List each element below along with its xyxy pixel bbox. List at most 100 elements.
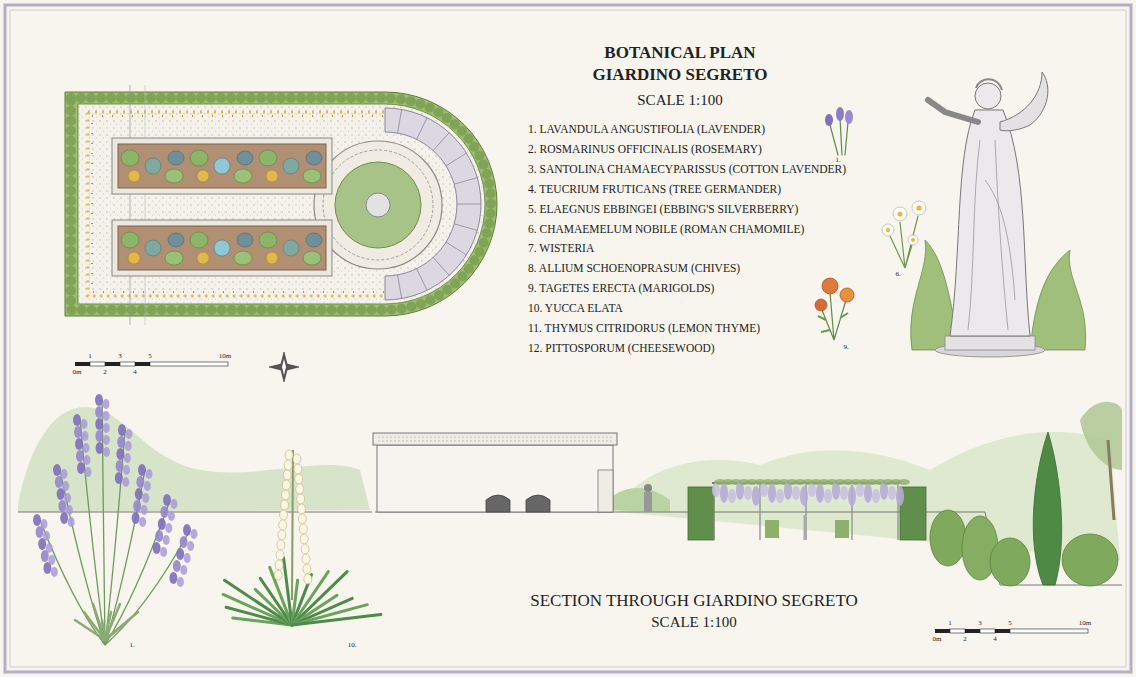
bed-plants-part: [197, 252, 209, 264]
lavender-plant-part: [103, 423, 110, 433]
bed-plants-part: [259, 232, 277, 248]
lavender-plant-part: [180, 565, 187, 575]
title: BOTANICAL PLAN GIARDINO SEGRETO: [570, 42, 790, 86]
lavender-plant-part: [180, 536, 188, 548]
scale-bar-part: [935, 629, 950, 633]
lavender-plant-part: [160, 547, 167, 557]
lavender-plant-part: [160, 506, 168, 518]
pergola-part: [835, 520, 849, 538]
yucca-plant-part: [299, 524, 307, 534]
lavender-sprig-part: [830, 118, 848, 155]
lavender-sprig: [825, 107, 853, 155]
callout-number: 9.: [843, 343, 848, 351]
lavender-plant-part: [125, 441, 132, 451]
lavender-plant-part: [116, 448, 124, 460]
yucca-plant-part: [297, 494, 305, 504]
wisteria-blooms-part: [728, 489, 736, 503]
yucca-plant-part: [280, 510, 288, 520]
plant-list-item: 6. CHAMAEMELUM NOBILE (ROMAN CHAMOMILE): [528, 223, 804, 236]
scale-bar-part: [995, 629, 1010, 633]
wisteria-blooms-part: [752, 486, 760, 506]
wisteria-blooms-part: [896, 486, 904, 506]
lavender-plant-part: [95, 418, 103, 430]
statue-part: [950, 110, 1030, 336]
lavender-plant-part: [84, 455, 91, 465]
hedges-cypress: [930, 402, 1122, 586]
building: [373, 433, 652, 512]
wisteria-blooms-part: [824, 489, 832, 503]
lavender-plant-part: [163, 535, 170, 545]
plant-list-item: 3. SANTOLINA CHAMAECYPARISSUS (COTTON LA…: [528, 163, 846, 176]
lavender-plant-part: [57, 488, 65, 500]
yucca-plant-part: [284, 460, 292, 470]
scale-bar-part: [965, 629, 980, 633]
chamomile-sketch-part-part: [912, 201, 926, 215]
hedges-cypress-part: [1062, 534, 1118, 586]
wisteria-blooms: [712, 479, 910, 506]
heading-text: SCALE 1:100: [651, 614, 736, 631]
yucca-plant-part: [293, 454, 301, 464]
garden-plan-part: [130, 85, 131, 325]
statue-part: [1000, 72, 1048, 131]
paving-joints-part: [417, 269, 428, 291]
frame-part: [10, 10, 1126, 667]
garden-plan-part: [78, 104, 485, 304]
lavender-sprig-part: [825, 114, 833, 126]
lavender-plant-part: [76, 450, 84, 462]
lavender-plant-part: [66, 505, 73, 515]
lavender-plant-part: [184, 553, 191, 563]
building-part: [644, 484, 652, 492]
garden-plan-part: [314, 141, 442, 269]
yucca-plant-part: [304, 574, 312, 584]
lavender-plant-part: [105, 430, 125, 645]
garden-plan-part: [145, 85, 146, 325]
plant-list-item: 11. THYMUS CITRIDORUS (LEMON THYME): [528, 322, 760, 335]
bed-plants-part: [283, 240, 299, 256]
lavender-plant-part: [61, 469, 68, 479]
hedges-cypress-part: [990, 538, 1030, 586]
callout-number: 10.: [348, 641, 357, 649]
lavender-plant-part: [83, 443, 90, 453]
bed-plants-part: [145, 240, 161, 256]
chamomile-sketch-part: [890, 216, 918, 268]
scale-number: 4: [993, 635, 997, 643]
lavender-plant-part: [40, 520, 105, 645]
scale-number: 10m: [1079, 619, 1091, 627]
chamomile-sketch-part: [886, 205, 922, 242]
lavender-plant-part: [155, 530, 163, 542]
wisteria-blooms-part: [808, 483, 816, 497]
bed-plants-part: [237, 151, 253, 165]
paving-joints-part: [433, 258, 449, 276]
pergola-part: [688, 487, 714, 540]
bed-plants-part: [303, 251, 321, 265]
lavender-plant-part: [191, 529, 198, 539]
lavender-plant-part: [62, 481, 69, 491]
wisteria-blooms-part: [848, 486, 856, 506]
plant-list-item: 5. ELAEGNUS EBBINGEI (EBBING'S SILVERBER…: [528, 203, 798, 216]
yucca-plant-part: [292, 614, 381, 625]
marigold-sketch-part: [815, 299, 827, 311]
plant-list-item: 8. ALLIUM SCHOENOPRASUM (CHIVES): [528, 262, 740, 275]
callout-number: 6.: [895, 270, 900, 278]
bed-plants-part: [237, 233, 253, 247]
wisteria-blooms-part: [768, 483, 776, 503]
scale-bar-part: [120, 362, 135, 366]
scale-number: 1: [88, 352, 92, 360]
plant-list-item: 2. ROSMARINUS OFFICINALIS (ROSEMARY): [528, 143, 762, 156]
background-trees-part: [18, 407, 370, 512]
lavender-plant-part: [126, 429, 133, 439]
yucca-plant-part: [298, 504, 306, 514]
statue-part: [976, 79, 1002, 90]
chamomile-sketch-part-part: [893, 207, 907, 221]
hedges-cypress-part: [1108, 440, 1114, 520]
callout-number: 1.: [835, 156, 840, 164]
lavender-plant-part: [41, 550, 49, 562]
lavender-plant-part: [124, 453, 131, 463]
scale-bar-part: [950, 629, 965, 633]
chamomile-sketch-part-part: [911, 238, 915, 242]
lavender-sprig-part: [845, 110, 853, 124]
lavender-plant-part: [33, 514, 41, 526]
pergola: [688, 479, 926, 540]
lavender-plant-part: [176, 548, 184, 560]
